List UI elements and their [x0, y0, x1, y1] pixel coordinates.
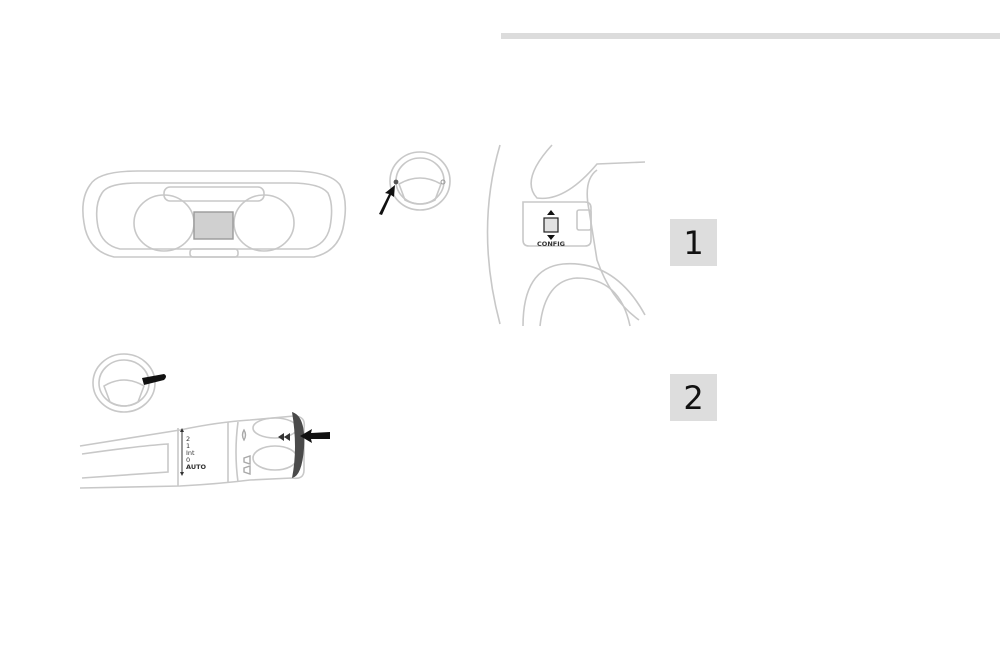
step-1-badge: 1	[670, 219, 717, 266]
stalk-indicator-icon	[142, 374, 166, 385]
stalk-pos-0: 0	[186, 456, 190, 464]
arrow-up-icon	[547, 210, 555, 215]
config-label: CONFIG	[537, 240, 565, 248]
step-2-number: 2	[683, 378, 704, 417]
instrument-cluster-illustration	[82, 170, 347, 258]
stalk-pos-auto: AUTO	[186, 463, 207, 471]
stalk-pos-2: 2	[186, 435, 190, 443]
arrow-down-icon	[547, 235, 555, 240]
arrow-icon	[379, 185, 395, 215]
top-rule	[501, 33, 1000, 39]
stalk-pos-int: Int	[186, 449, 195, 457]
step-1-number: 1	[683, 223, 704, 262]
cluster-display	[193, 211, 234, 240]
steering-wheel-closeup-illustration: CONFIG	[486, 144, 646, 327]
steering-wheel-stalk-small-illustration	[92, 353, 166, 413]
stalk-pos-1: 1	[186, 442, 190, 450]
push-arrow-icon	[300, 429, 330, 443]
steering-wheel-small-illustration	[379, 151, 451, 215]
step-2-badge: 2	[670, 374, 717, 421]
config-button	[543, 217, 559, 233]
wiper-stalk-illustration: 2 1 Int 0 AUTO	[79, 412, 330, 489]
